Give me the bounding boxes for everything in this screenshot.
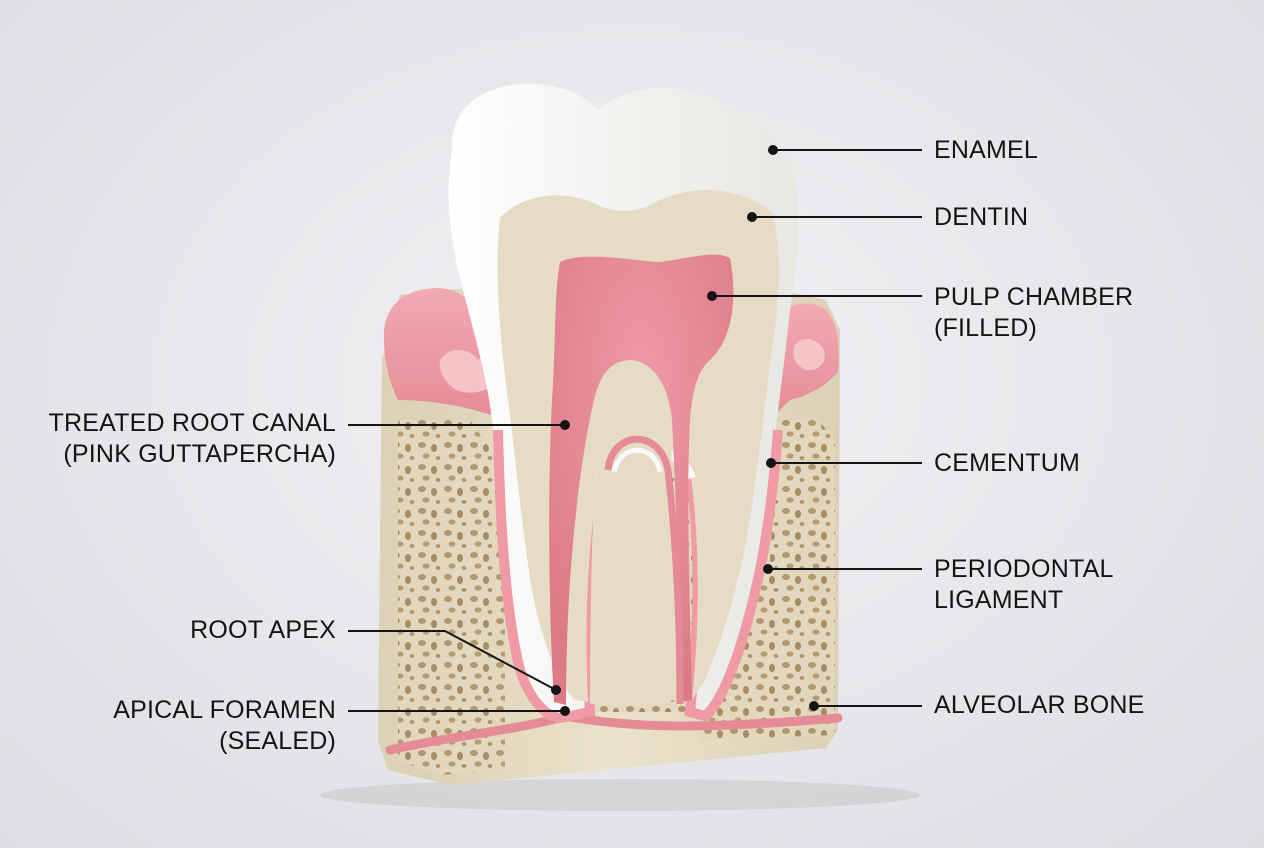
label-root-apex: ROOT APEX	[190, 616, 336, 644]
label-treated-root-canal: TREATED ROOT CANAL (PINK GUTTAPERCHA)	[48, 409, 336, 468]
pulp-chamber-filled	[549, 254, 734, 706]
leader-lines	[348, 149, 922, 712]
label-pulp-chamber: PULP CHAMBER (FILLED)	[934, 283, 1134, 342]
leader-root-apex	[348, 630, 557, 691]
block-shadow	[320, 779, 920, 811]
dot-enamel	[768, 145, 778, 155]
label-periodontal-ligament: PERIODONTAL LIGAMENT	[934, 555, 1114, 614]
label-apical-foramen: APICAL FORAMEN (SEALED)	[113, 696, 336, 755]
dot-apical-foramen	[560, 706, 570, 716]
dot-dentin	[747, 212, 757, 222]
leader-dots	[551, 145, 819, 716]
label-alveolar-bone: ALVEOLAR BONE	[934, 691, 1145, 719]
dot-treated-root-canal	[560, 420, 570, 430]
canal-inner-ring	[604, 435, 684, 705]
canal-inner-white	[611, 447, 663, 473]
label-dentin: DENTIN	[934, 203, 1029, 231]
inter-canal-dentin	[590, 366, 676, 706]
dot-pulp-chamber	[707, 291, 717, 301]
dot-cementum	[766, 458, 776, 468]
dot-periodontal-ligament	[763, 564, 773, 574]
gingiva-right-texture	[793, 338, 825, 371]
label-enamel: ENAMEL	[934, 136, 1039, 164]
dot-root-apex	[551, 685, 561, 695]
dot-alveolar-bone	[809, 701, 819, 711]
label-cementum: CEMENTUM	[934, 449, 1081, 477]
